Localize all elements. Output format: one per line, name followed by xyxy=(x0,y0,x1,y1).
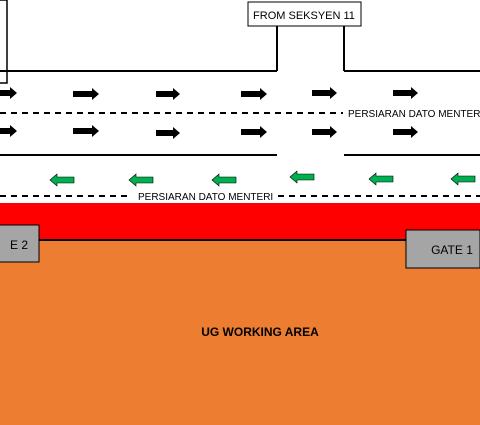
eastbound-arrows xyxy=(0,87,418,139)
east-arrow xyxy=(156,127,180,139)
left-top-box xyxy=(0,0,8,84)
gate-2-label: E 2 xyxy=(10,238,28,252)
east-arrow xyxy=(312,126,337,138)
east-arrow xyxy=(0,87,17,99)
gate-1-box xyxy=(405,229,480,269)
red-band xyxy=(0,203,480,240)
east-arrow xyxy=(156,88,180,100)
westbound-arrows xyxy=(49,170,476,187)
from-seksyen-box xyxy=(247,1,362,27)
gate-2-box xyxy=(0,224,40,263)
east-arrow xyxy=(241,88,267,100)
west-arrow xyxy=(211,173,237,187)
east-arrow xyxy=(0,125,17,137)
east-arrow xyxy=(393,87,418,99)
west-arrow xyxy=(289,170,315,184)
gate-1-label: GATE 1 xyxy=(431,243,473,257)
west-arrow xyxy=(368,172,394,186)
road-name-upper: PERSIARAN DATO MENTERI xyxy=(348,109,480,120)
west-arrow xyxy=(128,173,154,187)
west-arrow xyxy=(49,173,75,187)
east-arrow xyxy=(312,87,337,99)
east-arrow xyxy=(393,126,418,138)
working-area-label: UG WORKING AREA xyxy=(201,325,319,339)
east-arrow xyxy=(73,125,99,137)
west-arrow xyxy=(450,172,476,186)
road-name-lower: PERSIARAN DATO MENTERI xyxy=(138,192,273,203)
ug-working-area xyxy=(0,240,480,425)
east-arrow xyxy=(241,126,267,138)
east-arrow xyxy=(73,88,99,100)
from-seksyen-label: FROM SEKSYEN 11 xyxy=(253,10,355,22)
